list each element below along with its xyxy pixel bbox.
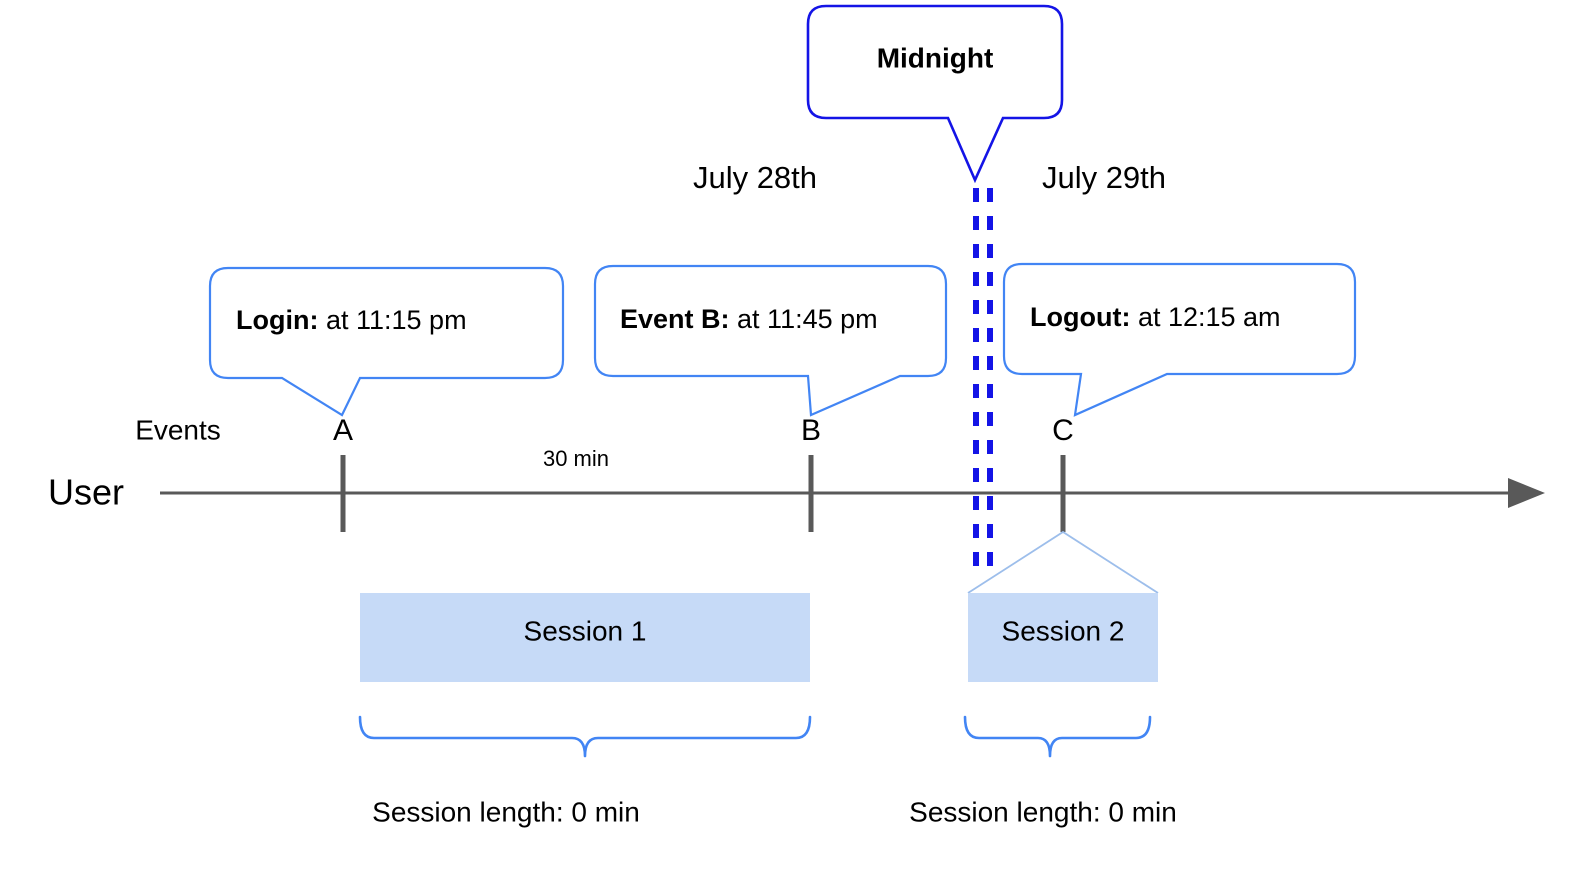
session-2-block[interactable]: Session 2: [967, 530, 1159, 682]
event-callout-logout[interactable]: Logout: at 12:15 am: [1002, 262, 1357, 417]
event-callout-login[interactable]: Login: at 11:15 pm: [208, 266, 565, 417]
midnight-callout-shape: [806, 4, 1064, 184]
events-row-label: Events: [135, 414, 221, 445]
tick-label-a: A: [333, 414, 353, 447]
event-callout-logout-shape: [1002, 262, 1357, 417]
session-1-rect: [360, 593, 810, 682]
date-label-july-29: July 29th: [1042, 160, 1166, 195]
event-callout-event-b-text: Event B: at 11:45 pm: [620, 304, 878, 334]
event-callout-logout-text: Logout: at 12:15 am: [1030, 302, 1281, 332]
session-1-block[interactable]: Session 1: [360, 593, 810, 682]
user-row-label: User: [48, 472, 124, 513]
event-callout-logout-lead: Logout:: [1030, 302, 1130, 332]
event-callout-login-detail: at 11:15 pm: [318, 305, 466, 335]
session-2-funnel: [967, 530, 1159, 594]
tick-label-b: B: [801, 414, 821, 447]
session-2-label: Session 2: [1002, 615, 1125, 646]
gap-annotation-30-min: 30 min: [543, 446, 609, 471]
tick-label-c: C: [1052, 414, 1074, 447]
midnight-divider: [973, 188, 993, 572]
session-1-length-label: Session length: 0 min: [372, 796, 640, 827]
event-callout-event-b-lead: Event B:: [620, 304, 730, 334]
event-callout-event-b-shape: [593, 264, 948, 417]
event-callout-login-lead: Login:: [236, 305, 318, 335]
timeline-arrow-head: [1508, 478, 1545, 508]
event-callout-login-text: Login: at 11:15 pm: [236, 305, 467, 335]
session-2-brace: [963, 715, 1152, 758]
session-2-length-label: Session length: 0 min: [909, 796, 1177, 827]
session-1-brace: [358, 715, 812, 758]
session-2-rect: [968, 593, 1158, 682]
midnight-callout-label: Midnight: [877, 42, 994, 73]
event-callout-logout-detail: at 12:15 am: [1130, 302, 1280, 332]
event-callout-event-b-detail: at 11:45 pm: [730, 304, 878, 334]
session-1-label: Session 1: [524, 615, 647, 646]
event-callout-login-shape: [208, 266, 565, 417]
midnight-callout[interactable]: Midnight: [806, 4, 1064, 184]
event-callout-event-b[interactable]: Event B: at 11:45 pm: [593, 264, 948, 417]
timeline-axis: [160, 455, 1545, 532]
date-label-july-28: July 28th: [693, 160, 817, 195]
